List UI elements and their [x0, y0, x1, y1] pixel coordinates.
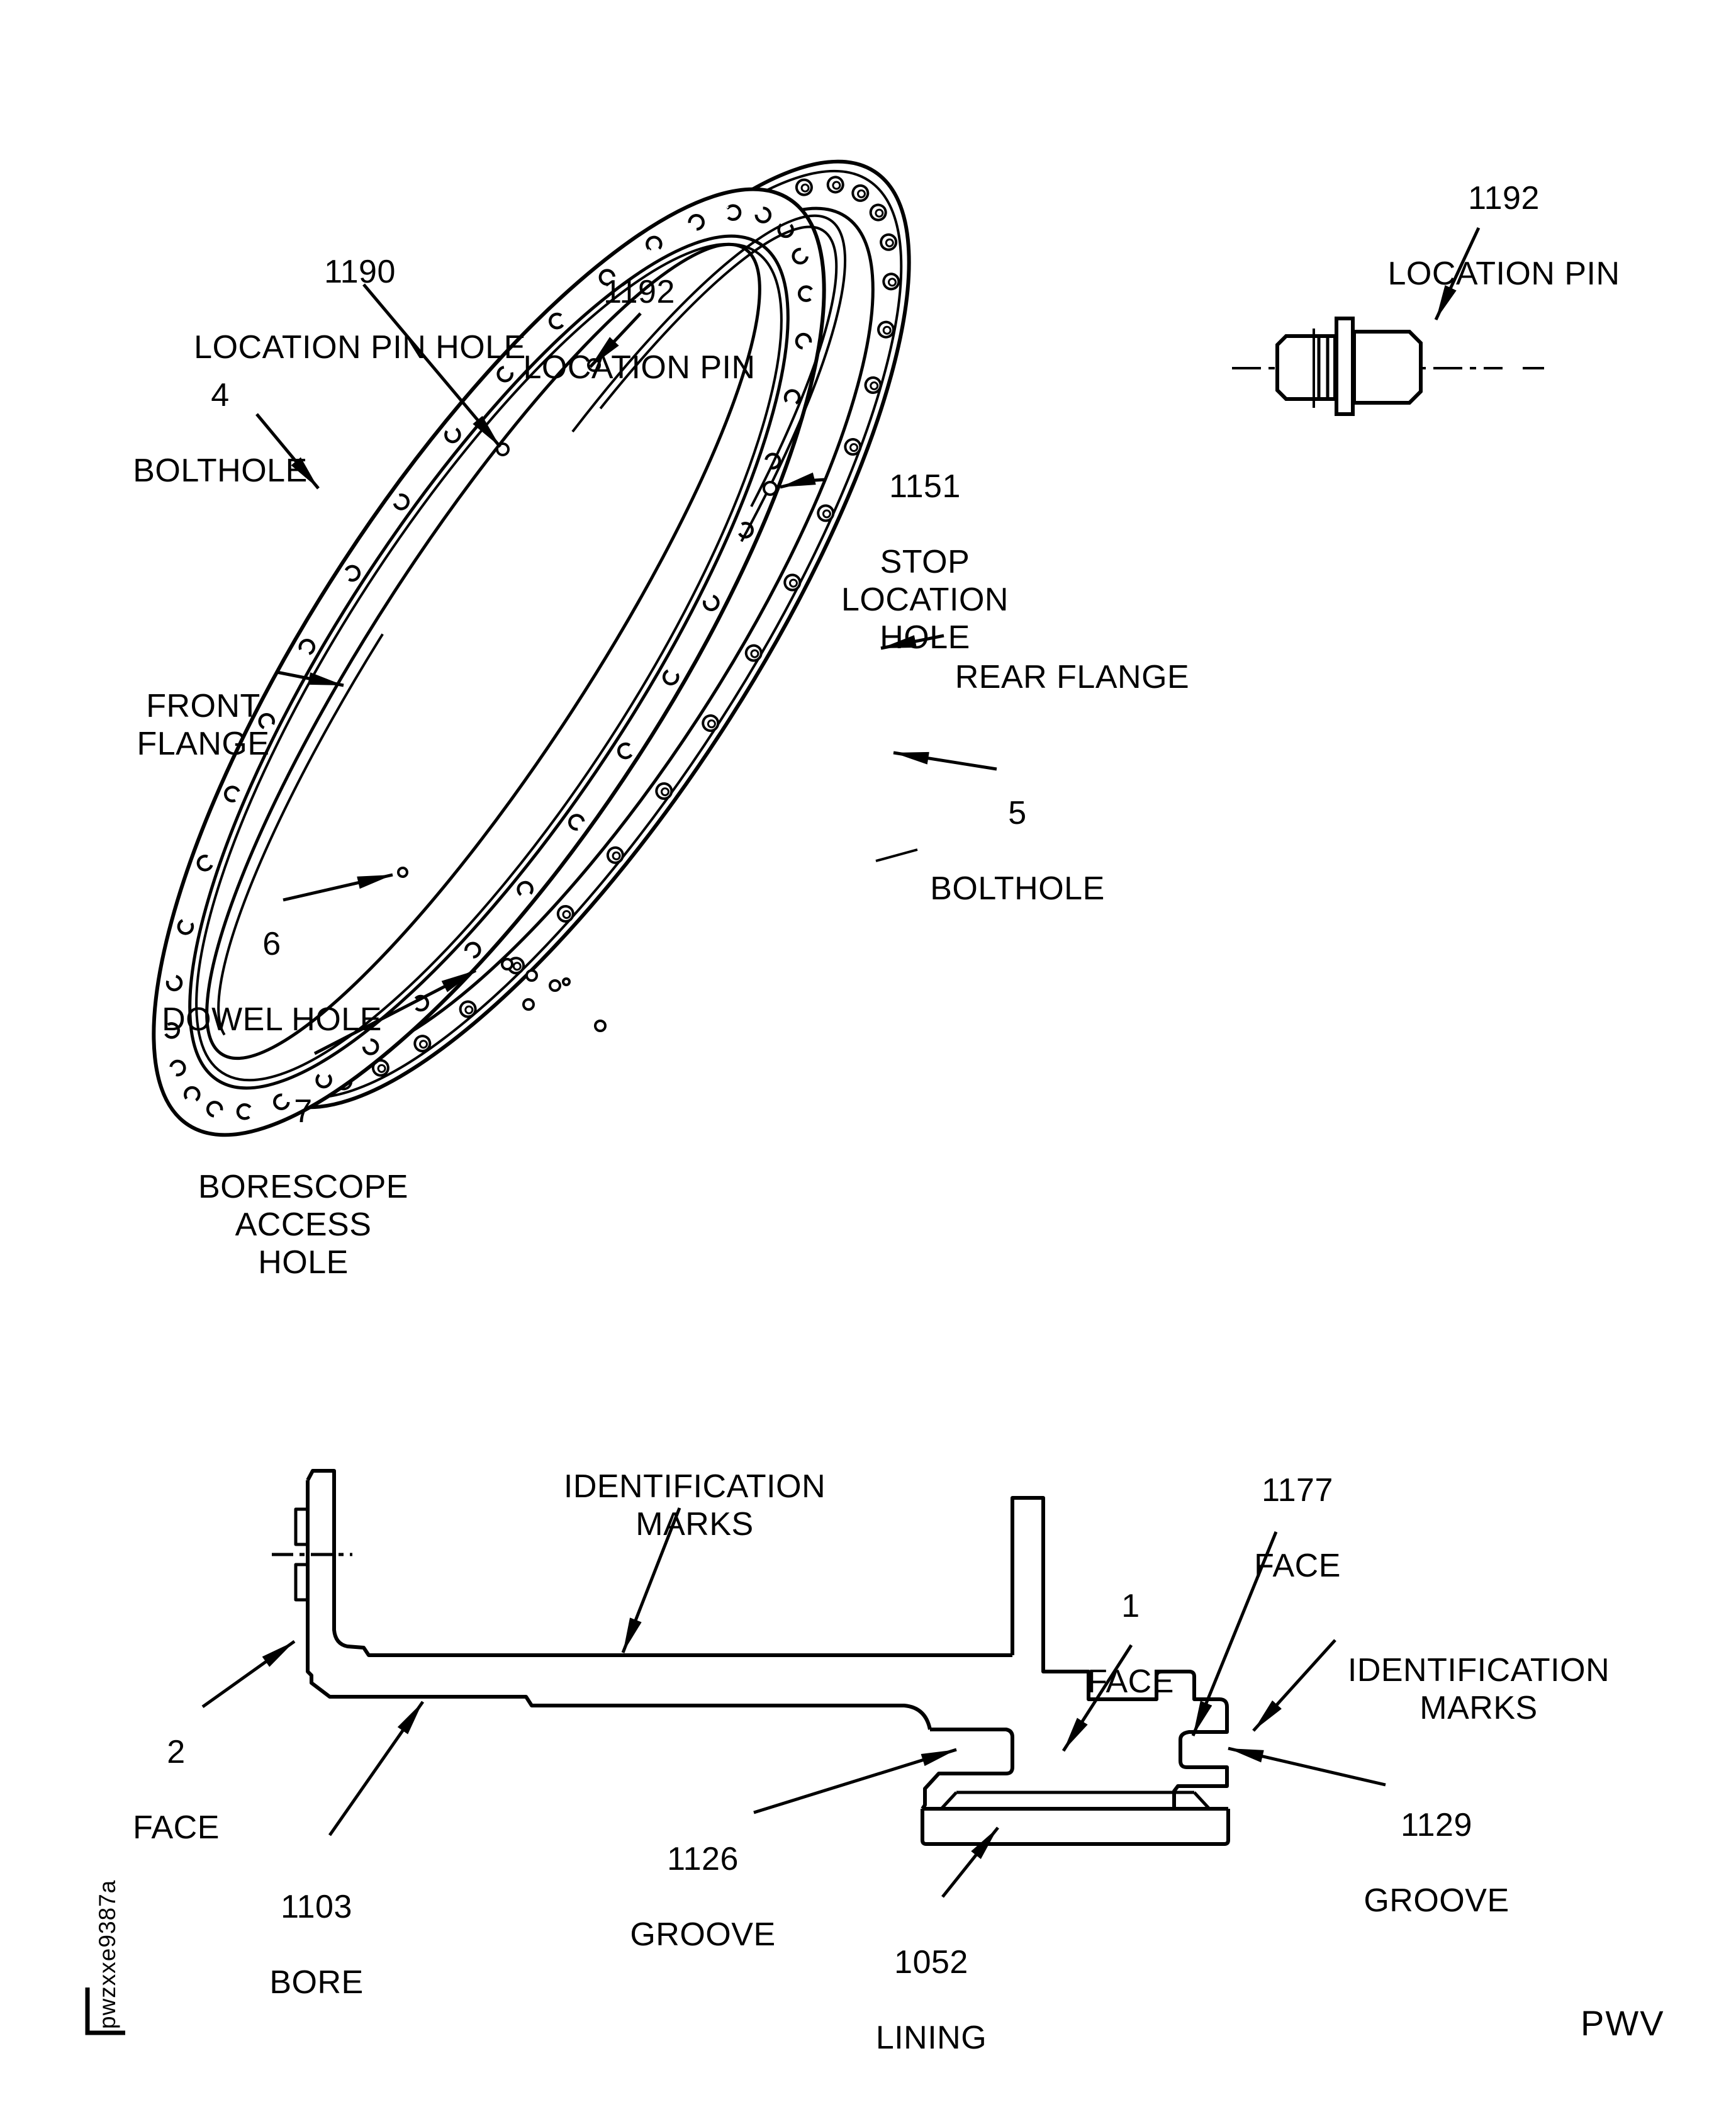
part-name: GROOVE: [1364, 1882, 1509, 1919]
part-name: IDENTIFICATION MARKS: [1347, 1652, 1610, 1726]
ring-feature-holes: [397, 358, 918, 1032]
label-bore-1103: 1103 BORE: [241, 1850, 392, 2039]
part-number: 5: [1008, 795, 1027, 831]
part-number: 1: [1121, 1588, 1140, 1624]
label-lining-1052: 1052 LINING: [849, 1906, 1013, 2094]
leader-arrows: [201, 227, 1481, 1898]
part-name: LOCATION PIN: [523, 349, 756, 386]
label-bolthole-4: 4 BOLTHOLE: [107, 339, 333, 527]
pin-body-right: [1352, 330, 1423, 405]
label-rear-flange: REAR FLANGE: [934, 621, 1211, 734]
part-number: 1190: [324, 254, 396, 290]
part-name: BOLTHOLE: [930, 870, 1105, 907]
label-location-pin: 1192 LOCATION PIN: [495, 235, 784, 424]
label-detail-location-pin: 1192 LOCATION PIN: [1359, 142, 1649, 330]
pin-flange: [1335, 317, 1355, 416]
part-number: 1103: [281, 1889, 352, 1925]
part-name: FACE: [133, 1809, 220, 1846]
front-innerwall-arc: [217, 633, 384, 1036]
dowel-hole: [397, 867, 408, 878]
part-number: 1151: [889, 468, 961, 505]
part-number: 1126: [667, 1841, 739, 1877]
front-boltholes: [163, 204, 815, 1120]
label-face-1: 1 FACE: [1061, 1549, 1200, 1738]
label-groove-1126: 1126 GROOVE: [615, 1802, 791, 1991]
label-identification-marks-left: IDENTIFICATION MARKS: [544, 1430, 846, 1581]
rim-split-line: [875, 848, 918, 862]
part-name: FACE: [1254, 1548, 1341, 1584]
label-dowel-hole: 6 DOWEL HOLE: [146, 887, 398, 1076]
label-face-1177: 1177 FACE: [1222, 1434, 1373, 1622]
part-name: LOCATION PIN HOLE: [194, 329, 526, 366]
part-number: 1192: [603, 274, 675, 310]
ring-front-flange: [152, 187, 847, 1137]
location-pin-detail: [1232, 317, 1544, 416]
part-name: FACE: [1087, 1663, 1174, 1700]
part-name: STOP LOCATION HOLE: [841, 544, 1009, 656]
part-name: BORESCOPE ACCESS HOLE: [198, 1169, 408, 1281]
borescope-holes: [501, 958, 607, 1032]
stop-location-hole: [763, 481, 778, 496]
label-stop-location-hole: 1151 STOP LOCATION HOLE: [793, 430, 1057, 694]
part-name: BOLTHOLE: [133, 453, 308, 489]
cross-section: [272, 1469, 1230, 1846]
part-name: LINING: [875, 2020, 987, 2056]
publisher-mark: PWV: [1581, 2003, 1665, 2043]
part-number: 1177: [1262, 1472, 1333, 1509]
part-name: FRONT FLANGE: [137, 688, 270, 762]
part-number: 6: [262, 926, 281, 962]
label-borescope-access-hole: 7 BORESCOPE ACCESS HOLE: [162, 1055, 445, 1319]
part-name: BORE: [269, 1964, 364, 2001]
rear-bore-arc: [571, 214, 847, 543]
part-name: DOWEL HOLE: [162, 1001, 382, 1038]
part-number: 4: [211, 377, 230, 413]
part-number: 1192: [1468, 180, 1540, 216]
label-location-pin-hole: 1190 LOCATION PIN HOLE: [165, 215, 555, 404]
label-identification-marks-right: IDENTIFICATION MARKS: [1328, 1614, 1630, 1765]
label-bolthole-5: 5 BOLTHOLE: [904, 756, 1131, 945]
label-front-flange: FRONT FLANGE: [121, 649, 285, 801]
code-bracket: [85, 1987, 125, 2035]
part-number: 1129: [1401, 1807, 1472, 1843]
label-groove-1129: 1129 GROOVE: [1348, 1768, 1525, 1957]
label-face-2: 2 FACE: [107, 1695, 245, 1884]
part-name: LOCATION PIN: [1387, 256, 1620, 292]
part-name: REAR FLANGE: [955, 659, 1190, 695]
part-name: GROOVE: [630, 1916, 776, 1953]
part-name: IDENTIFICATION MARKS: [563, 1468, 826, 1543]
drawing-code: pwzxxe9387a: [94, 1879, 120, 2029]
part-number: 7: [294, 1093, 313, 1130]
part-number: 1052: [894, 1944, 968, 1981]
part-number: 2: [167, 1734, 186, 1770]
